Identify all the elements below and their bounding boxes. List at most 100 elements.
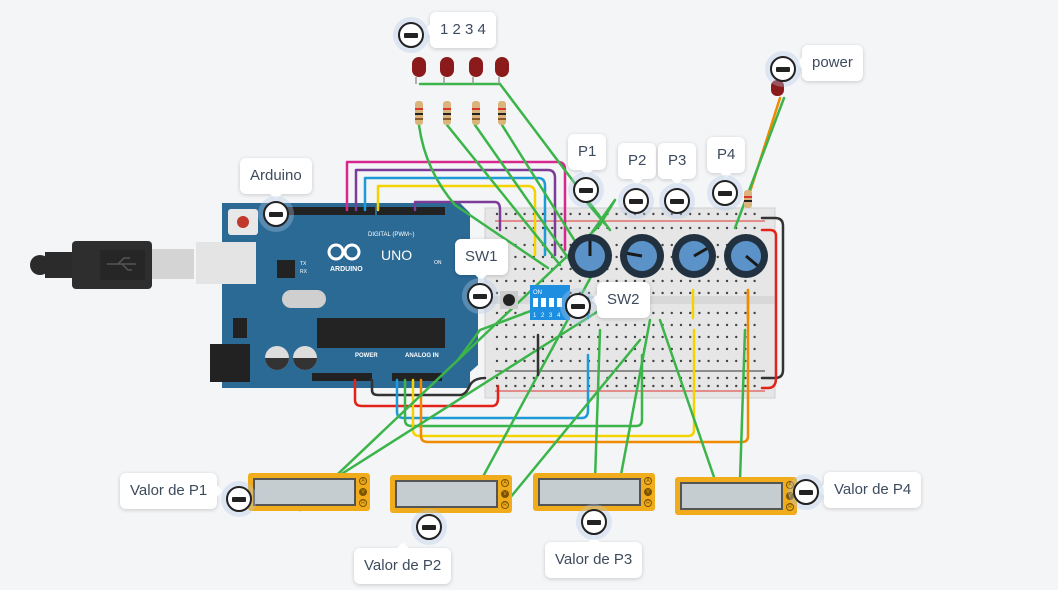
collapse-power-label-button[interactable] xyxy=(770,56,796,82)
breadboard-hole xyxy=(698,323,701,327)
collapse-p1-label-button[interactable] xyxy=(573,177,599,203)
label-p2: P2 xyxy=(618,143,657,179)
led-4[interactable] xyxy=(495,57,509,77)
breadboard-hole xyxy=(670,279,673,283)
mode-a-button[interactable]: A xyxy=(644,477,652,485)
breadboard-hole xyxy=(707,347,710,351)
mode-v-button[interactable]: V xyxy=(644,488,652,496)
breadboard-hole xyxy=(643,226,646,230)
breadboard-hole xyxy=(707,311,710,315)
breadboard-hole xyxy=(753,212,756,216)
wire-d3[interactable] xyxy=(413,200,502,232)
breadboard-hole xyxy=(633,226,637,230)
breadboard-hole xyxy=(569,347,572,351)
breadboard-hole xyxy=(578,359,581,363)
collapse-arduino-label-button[interactable] xyxy=(263,201,289,227)
collapse-p4-label-button[interactable] xyxy=(712,180,738,206)
resistor-band xyxy=(415,113,423,115)
breadboard-hole xyxy=(532,335,535,339)
wire-d8[interactable] xyxy=(363,176,547,257)
breadboard-hole xyxy=(569,279,572,283)
breadboard-hole xyxy=(698,226,701,230)
multimeter-p1[interactable]: A V R xyxy=(248,473,370,511)
collapse-p3-label-button[interactable] xyxy=(664,188,690,214)
breadboard-hole xyxy=(698,376,701,380)
dip-on-label: ON xyxy=(533,290,542,296)
breadboard-hole xyxy=(716,279,719,283)
led-2[interactable] xyxy=(440,57,454,77)
pushbutton-sw1[interactable] xyxy=(500,291,518,309)
multimeter-display xyxy=(253,478,356,506)
collapse-sw1-label-button[interactable] xyxy=(467,283,493,309)
breadboard-hole xyxy=(514,384,517,388)
collapse-meter-p2-label-button[interactable] xyxy=(416,514,442,540)
reset-button[interactable] xyxy=(237,216,249,228)
mode-a-button[interactable]: A xyxy=(501,479,509,487)
breadboard-hole xyxy=(725,291,729,295)
collapse-p2-label-button[interactable] xyxy=(623,188,649,214)
breadboard-hole xyxy=(725,384,729,388)
label-leds: 1 2 3 4 xyxy=(430,12,496,48)
dip-position-4: 4 xyxy=(557,313,561,319)
collapse-meter-p4-label-button[interactable] xyxy=(793,479,819,505)
breadboard-hole xyxy=(615,323,618,327)
breadboard-hole xyxy=(670,291,673,295)
breadboard-hole xyxy=(551,323,554,327)
multimeter-p3[interactable]: A V R xyxy=(533,473,655,511)
multimeter-p2[interactable]: A V R xyxy=(390,475,512,513)
led-1[interactable] xyxy=(412,57,426,77)
collapse-leds-label-button[interactable] xyxy=(398,22,424,48)
breadboard-hole xyxy=(587,335,591,339)
breadboard-hole xyxy=(716,323,719,327)
wire-a0[interactable] xyxy=(395,353,590,420)
wire-power-led-cathode[interactable] xyxy=(733,96,786,230)
wire-a3[interactable] xyxy=(419,288,750,444)
mode-v-button[interactable]: V xyxy=(359,488,367,496)
breadboard-hole xyxy=(679,347,683,351)
wires[interactable] xyxy=(298,82,786,512)
breadboard-hole xyxy=(689,291,692,295)
mode-r-button[interactable]: R xyxy=(786,503,794,511)
breadboard-hole xyxy=(661,279,664,283)
wire-5v[interactable] xyxy=(353,378,500,408)
breadboard-hole xyxy=(541,267,545,271)
wire-d7[interactable] xyxy=(376,184,537,257)
wire-a1[interactable] xyxy=(403,353,644,428)
breadboard-hole xyxy=(551,335,554,339)
breadboard-hole xyxy=(707,279,710,283)
breadboard-hole xyxy=(633,359,637,363)
arduino-uno-board[interactable]: DIGITAL (PWM~) ARDUINO UNO ON TX RX POWE… xyxy=(196,203,478,388)
multimeter-p4[interactable]: A V R xyxy=(675,477,797,515)
breadboard-hole xyxy=(569,323,572,327)
breadboard-hole xyxy=(661,226,664,230)
collapse-sw2-label-button[interactable] xyxy=(565,293,591,319)
mode-v-button[interactable]: V xyxy=(501,490,509,498)
dip-switch-sw2[interactable]: ON 1 2 3 4 xyxy=(530,285,570,320)
breadboard-hole xyxy=(753,384,756,388)
breadboard-hole xyxy=(587,291,591,295)
wire-rail-vcc[interactable] xyxy=(760,228,778,390)
wire-gnd[interactable] xyxy=(370,376,487,397)
power-led[interactable] xyxy=(771,80,784,96)
breadboard-hole xyxy=(652,347,655,351)
breadboard-hole xyxy=(560,347,563,351)
breadboard-hole xyxy=(624,323,627,327)
breadboard-hole xyxy=(679,291,683,295)
wire-d9[interactable] xyxy=(354,168,557,257)
label-meter-p4: Valor de P4 xyxy=(824,472,922,508)
breadboard-hole xyxy=(532,267,535,271)
collapse-meter-p3-label-button[interactable] xyxy=(581,509,607,535)
breadboard-hole xyxy=(606,384,609,388)
breadboard-hole xyxy=(615,267,618,271)
breadboard-hole xyxy=(606,359,609,363)
breadboard-hole xyxy=(541,212,545,216)
collapse-meter-p1-label-button[interactable] xyxy=(226,486,252,512)
mode-a-button[interactable]: A xyxy=(359,477,367,485)
breadboard-hole xyxy=(725,212,729,216)
wire-a2[interactable] xyxy=(411,328,696,438)
mode-r-button[interactable]: R xyxy=(644,499,652,507)
mode-r-button[interactable]: R xyxy=(501,501,509,509)
led-3[interactable] xyxy=(469,57,483,77)
wire-rail-gnd[interactable] xyxy=(760,216,785,380)
mode-r-button[interactable]: R xyxy=(359,499,367,507)
